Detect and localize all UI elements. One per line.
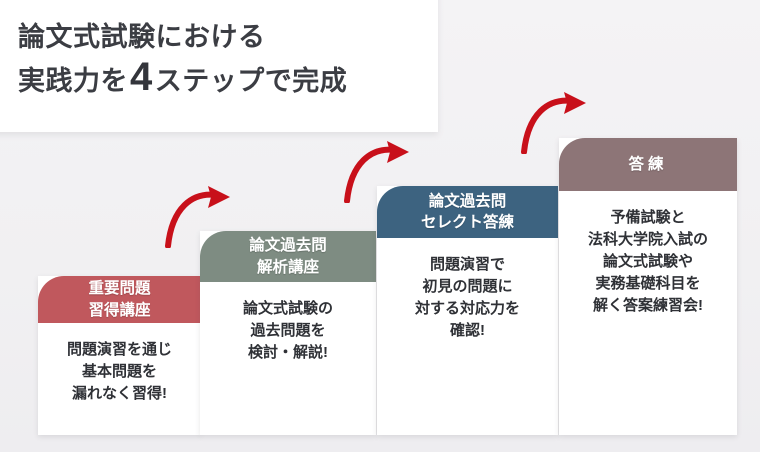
step-card-4-body-line-4: 実務基礎科目を bbox=[595, 274, 701, 292]
step-card-3-body-line-2: 初見の問題に bbox=[422, 277, 513, 295]
step-card-3[interactable]: 論文過去問 セレクト答練 問題演習で 初見の問題に 対する対応力を 確認! bbox=[377, 186, 558, 435]
step-card-1-header: 重要問題 習得講座 bbox=[38, 276, 201, 323]
title-panel: 論文式試験における 実践力を 4 ステップで完成 bbox=[0, 0, 438, 132]
step-card-4[interactable]: 答練 予備試験と 法科大学院入試の 論文式試験や 実務基礎科目を 解く答案練習会… bbox=[559, 138, 737, 435]
step-card-1-body-line-2: 基本問題を bbox=[81, 362, 157, 380]
title-line-1: 論文式試験における bbox=[18, 22, 266, 53]
step-card-3-header: 論文過去問 セレクト答練 bbox=[377, 186, 558, 238]
step-card-4-body-line-3: 論文式試験や bbox=[602, 252, 693, 270]
step-card-4-body: 予備試験と 法科大学院入試の 論文式試験や 実務基礎科目を 解く答案練習会! bbox=[559, 191, 737, 435]
title-line-2-suffix: ステップで完成 bbox=[154, 65, 348, 96]
title-line-2: 実践力を 4 ステップで完成 bbox=[18, 57, 438, 100]
step-card-4-header: 答練 bbox=[559, 138, 737, 191]
step-card-2-title-line-1: 論文過去問 bbox=[249, 237, 327, 255]
step-card-1-body-line-3: 漏れなく習得! bbox=[72, 384, 167, 402]
step-card-1-title-line-2: 習得講座 bbox=[88, 301, 151, 319]
step-card-3-body-line-4: 確認! bbox=[450, 321, 485, 339]
step-card-4-title-line-1: 答練 bbox=[628, 155, 668, 173]
step-card-3-body-line-1: 問題演習で bbox=[429, 256, 505, 273]
step-card-4-body-line-1: 予備試験と bbox=[610, 209, 686, 226]
step-card-2-body-line-2: 過去問題を bbox=[250, 321, 326, 339]
step-card-2[interactable]: 論文過去問 解析講座 論文式試験の 過去問題を 検討・解説! bbox=[200, 231, 376, 435]
step-card-1-title-line-1: 重要問題 bbox=[88, 280, 151, 298]
step-card-2-body-line-3: 検討・解説! bbox=[248, 343, 328, 361]
step-card-2-body-line-1: 論文式試験の bbox=[242, 300, 333, 317]
step-card-3-body-line-3: 対する対応力を bbox=[414, 299, 520, 317]
title-line-2-prefix: 実践力を bbox=[18, 65, 128, 96]
step-card-1-body: 問題演習を通じ 基本問題を 漏れなく習得! bbox=[38, 323, 201, 435]
title-step-count: 4 bbox=[130, 54, 153, 99]
step-card-1[interactable]: 重要問題 習得講座 問題演習を通じ 基本問題を 漏れなく習得! bbox=[38, 276, 201, 435]
step-card-4-body-line-2: 法科大学院入試の bbox=[587, 230, 708, 248]
step-card-2-body: 論文式試験の 過去問題を 検討・解説! bbox=[200, 282, 376, 435]
step-card-2-title-line-2: 解析講座 bbox=[256, 258, 319, 276]
step-card-2-header: 論文過去問 解析講座 bbox=[200, 231, 376, 282]
step-card-3-body: 問題演習で 初見の問題に 対する対応力を 確認! bbox=[377, 238, 558, 435]
step-card-3-title-line-2: セレクト答練 bbox=[420, 214, 514, 231]
step-card-3-title-line-1: 論文過去問 bbox=[428, 192, 507, 210]
step-card-1-body-line-1: 問題演習を通じ bbox=[66, 341, 172, 358]
step-card-4-body-line-5: 解く答案練習会! bbox=[593, 296, 703, 314]
